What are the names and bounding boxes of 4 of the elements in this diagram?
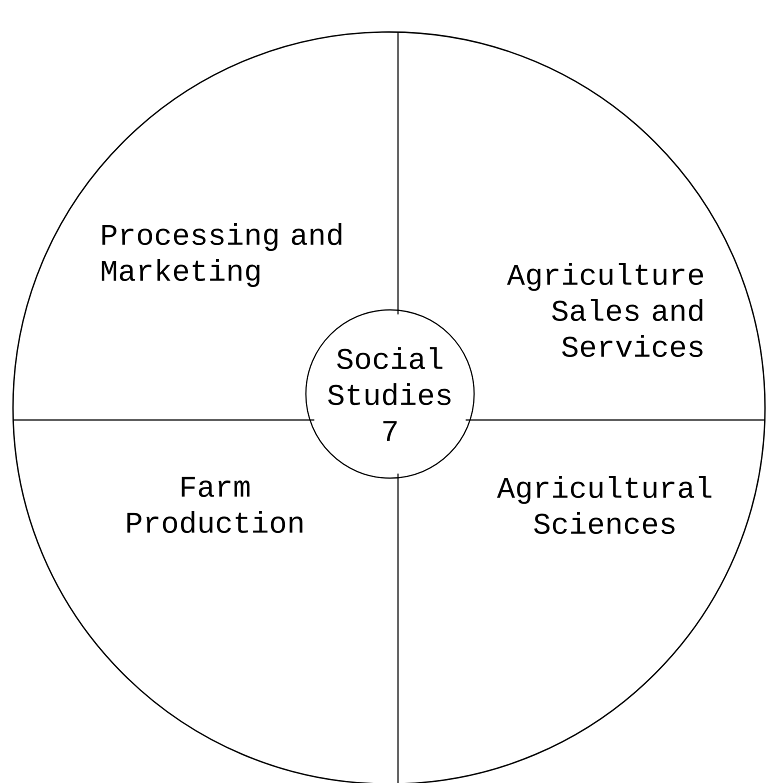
sector-label: Farm Production xyxy=(127,476,302,534)
sector-label: Agriculture Sales and Services xyxy=(506,262,703,357)
sector-label: Processing and Marketing xyxy=(102,223,342,287)
sector-label: Agricultural Sciences xyxy=(497,476,712,534)
